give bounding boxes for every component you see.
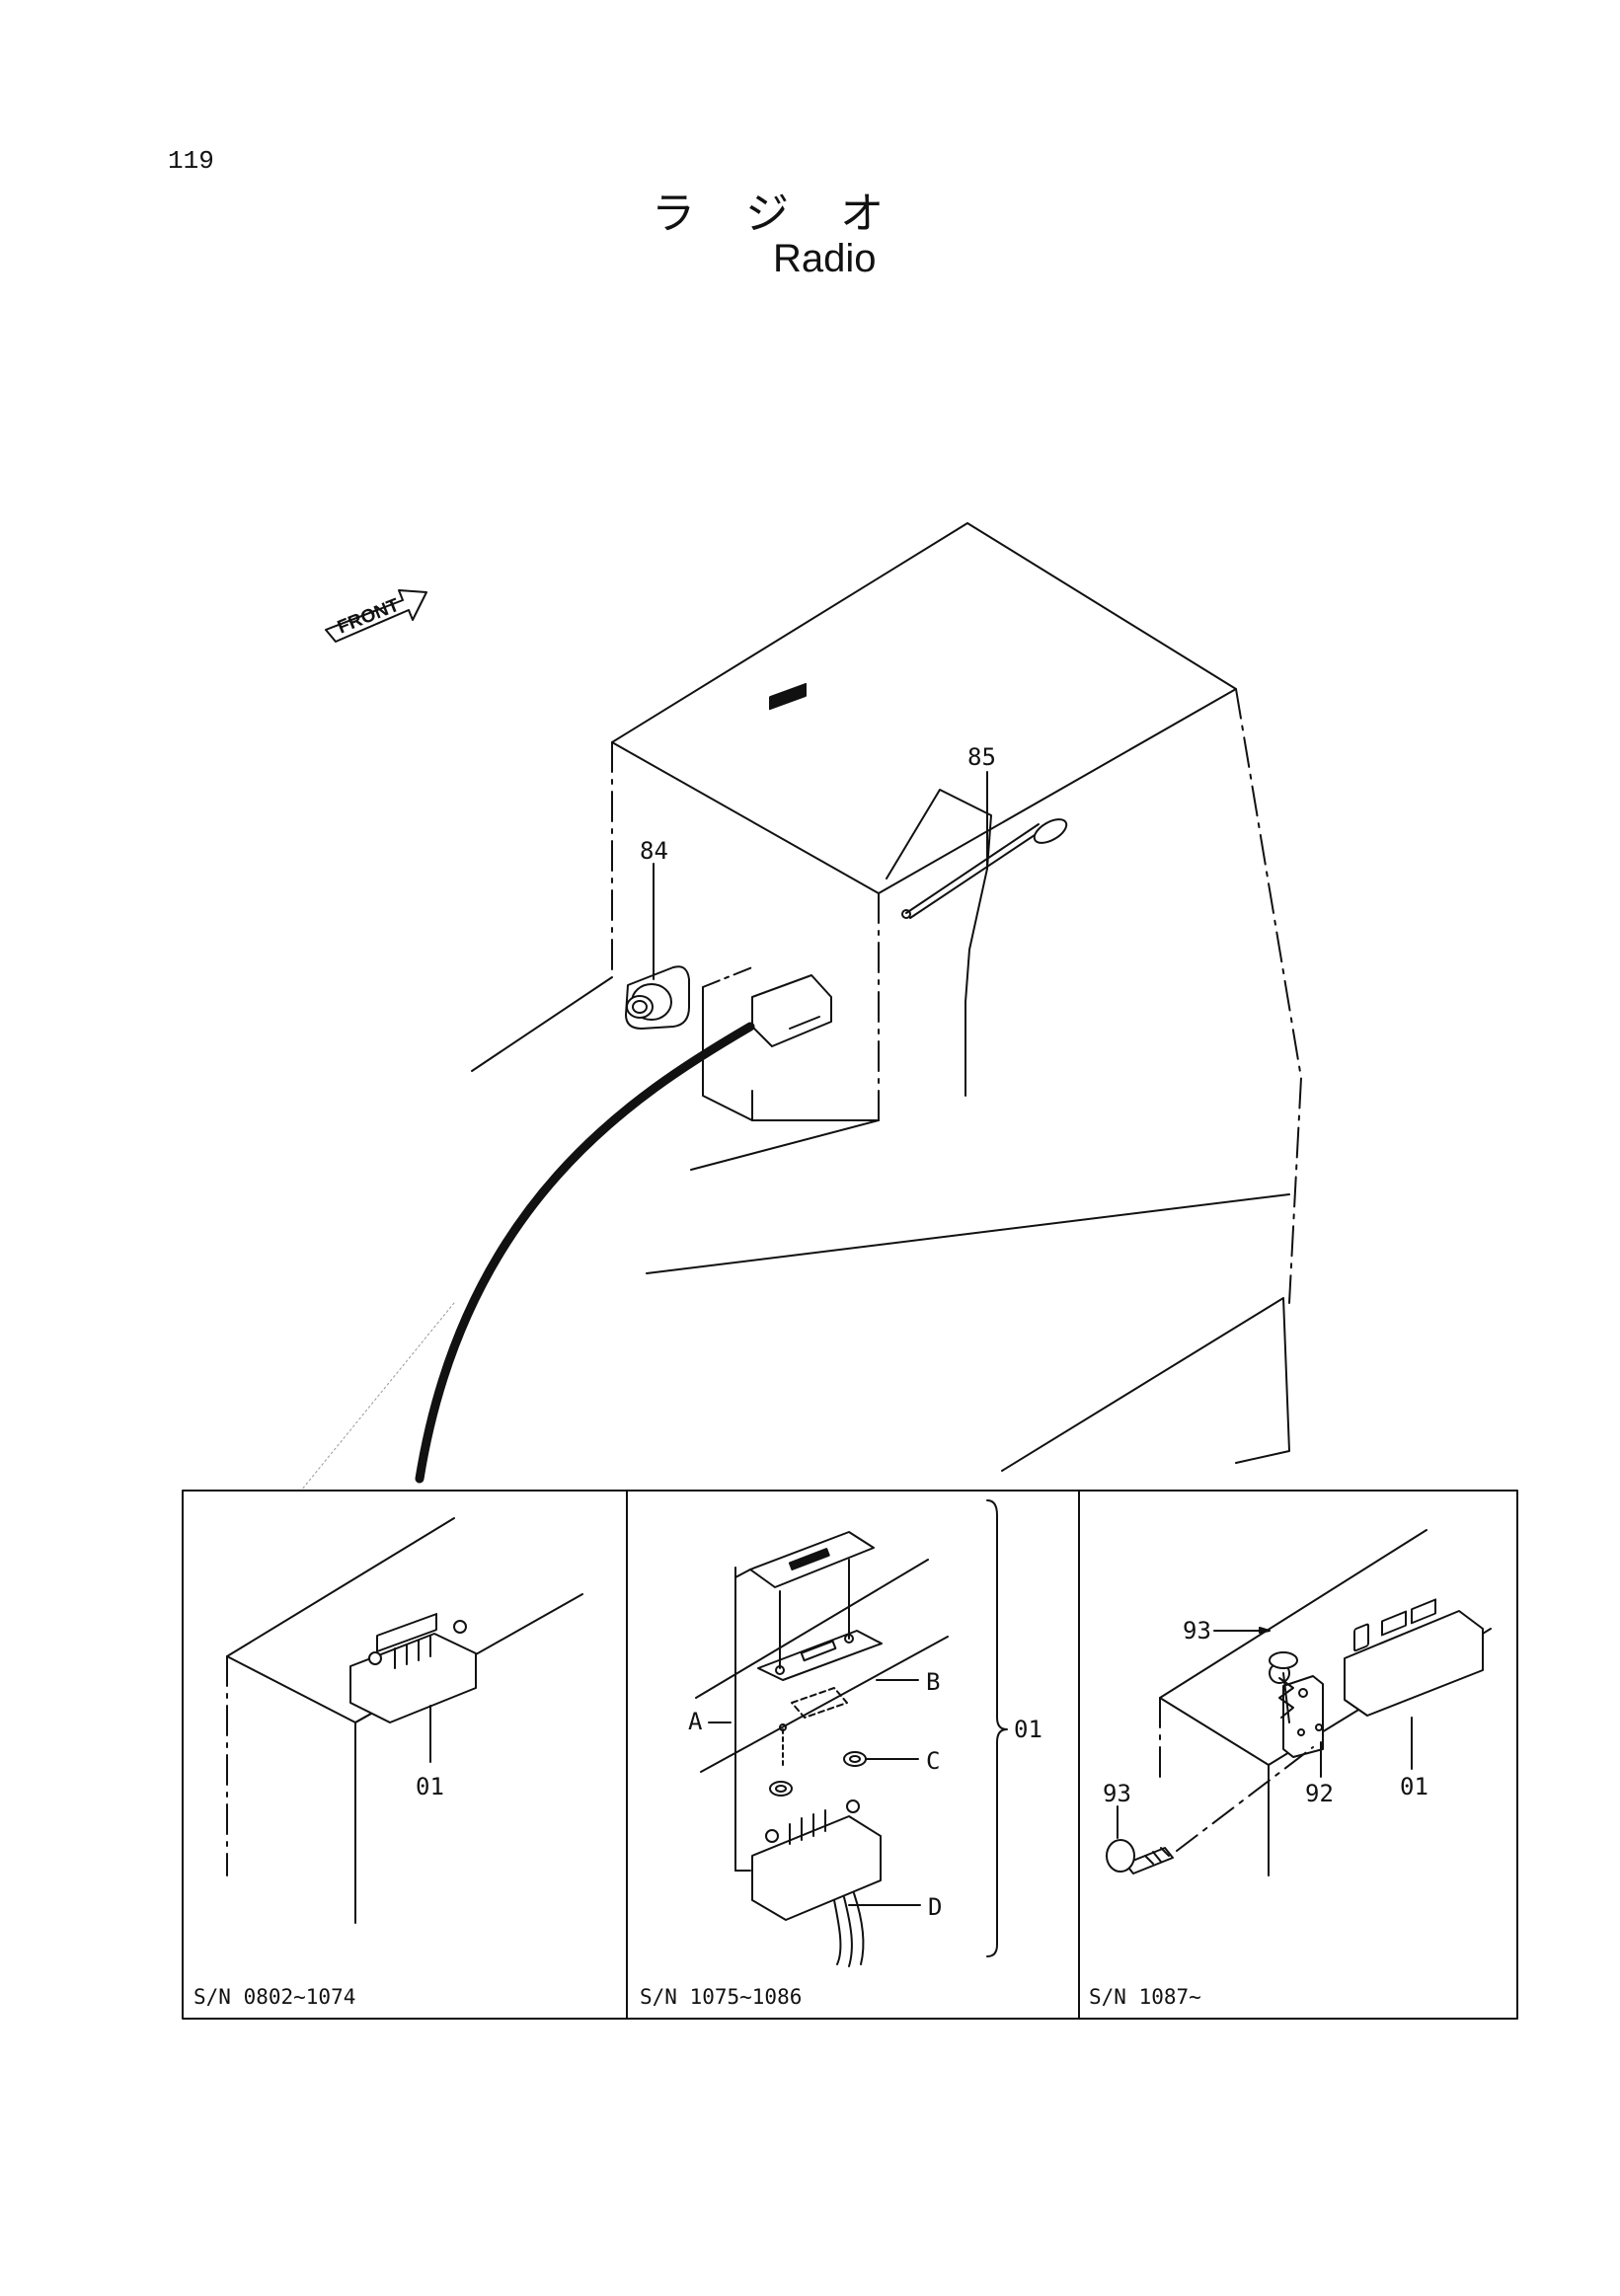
antenna-85 <box>886 771 1068 1097</box>
callout-84: 84 <box>640 837 668 865</box>
panel-2-label-A: A <box>688 1708 703 1735</box>
page-number: 119 <box>168 146 214 176</box>
panel-3-drawing <box>1106 1529 1492 1876</box>
detail-panels-frame <box>182 1490 1518 2020</box>
page-title-english: Radio <box>773 237 877 280</box>
panel-2-label-C: C <box>926 1747 940 1775</box>
cab-outline <box>471 522 1302 1472</box>
panel-3-label-92: 92 <box>1305 1780 1334 1807</box>
callout-85: 85 <box>967 743 996 771</box>
page-title-japanese: ラジオ <box>652 189 936 239</box>
speaker-84 <box>625 863 690 1030</box>
panel-2-label-B: B <box>926 1668 940 1696</box>
panel-3-label-93-top: 93 <box>1183 1617 1211 1645</box>
front-arrow-icon: FRONT <box>325 589 427 643</box>
panel-3-label-93-bolt: 93 <box>1103 1780 1131 1807</box>
leader-dotted <box>300 1302 455 1492</box>
radio-cable <box>415 1022 755 1484</box>
panel-2-drawing <box>695 1499 1008 1967</box>
panel-2-label-D: D <box>928 1893 942 1921</box>
panel-2-label-01: 01 <box>1014 1716 1042 1743</box>
panel-2-serial: S/N 1075~1086 <box>640 1985 802 2009</box>
panel-3-serial: S/N 1087~ <box>1089 1985 1201 2009</box>
panel-1-label-01: 01 <box>416 1773 444 1800</box>
panel-1-drawing <box>226 1517 583 1924</box>
radio-unit <box>751 682 832 1047</box>
panel-3-label-01: 01 <box>1400 1773 1428 1800</box>
panel-1-serial: S/N 0802~1074 <box>193 1985 355 2009</box>
front-label: FRONT <box>335 595 403 639</box>
